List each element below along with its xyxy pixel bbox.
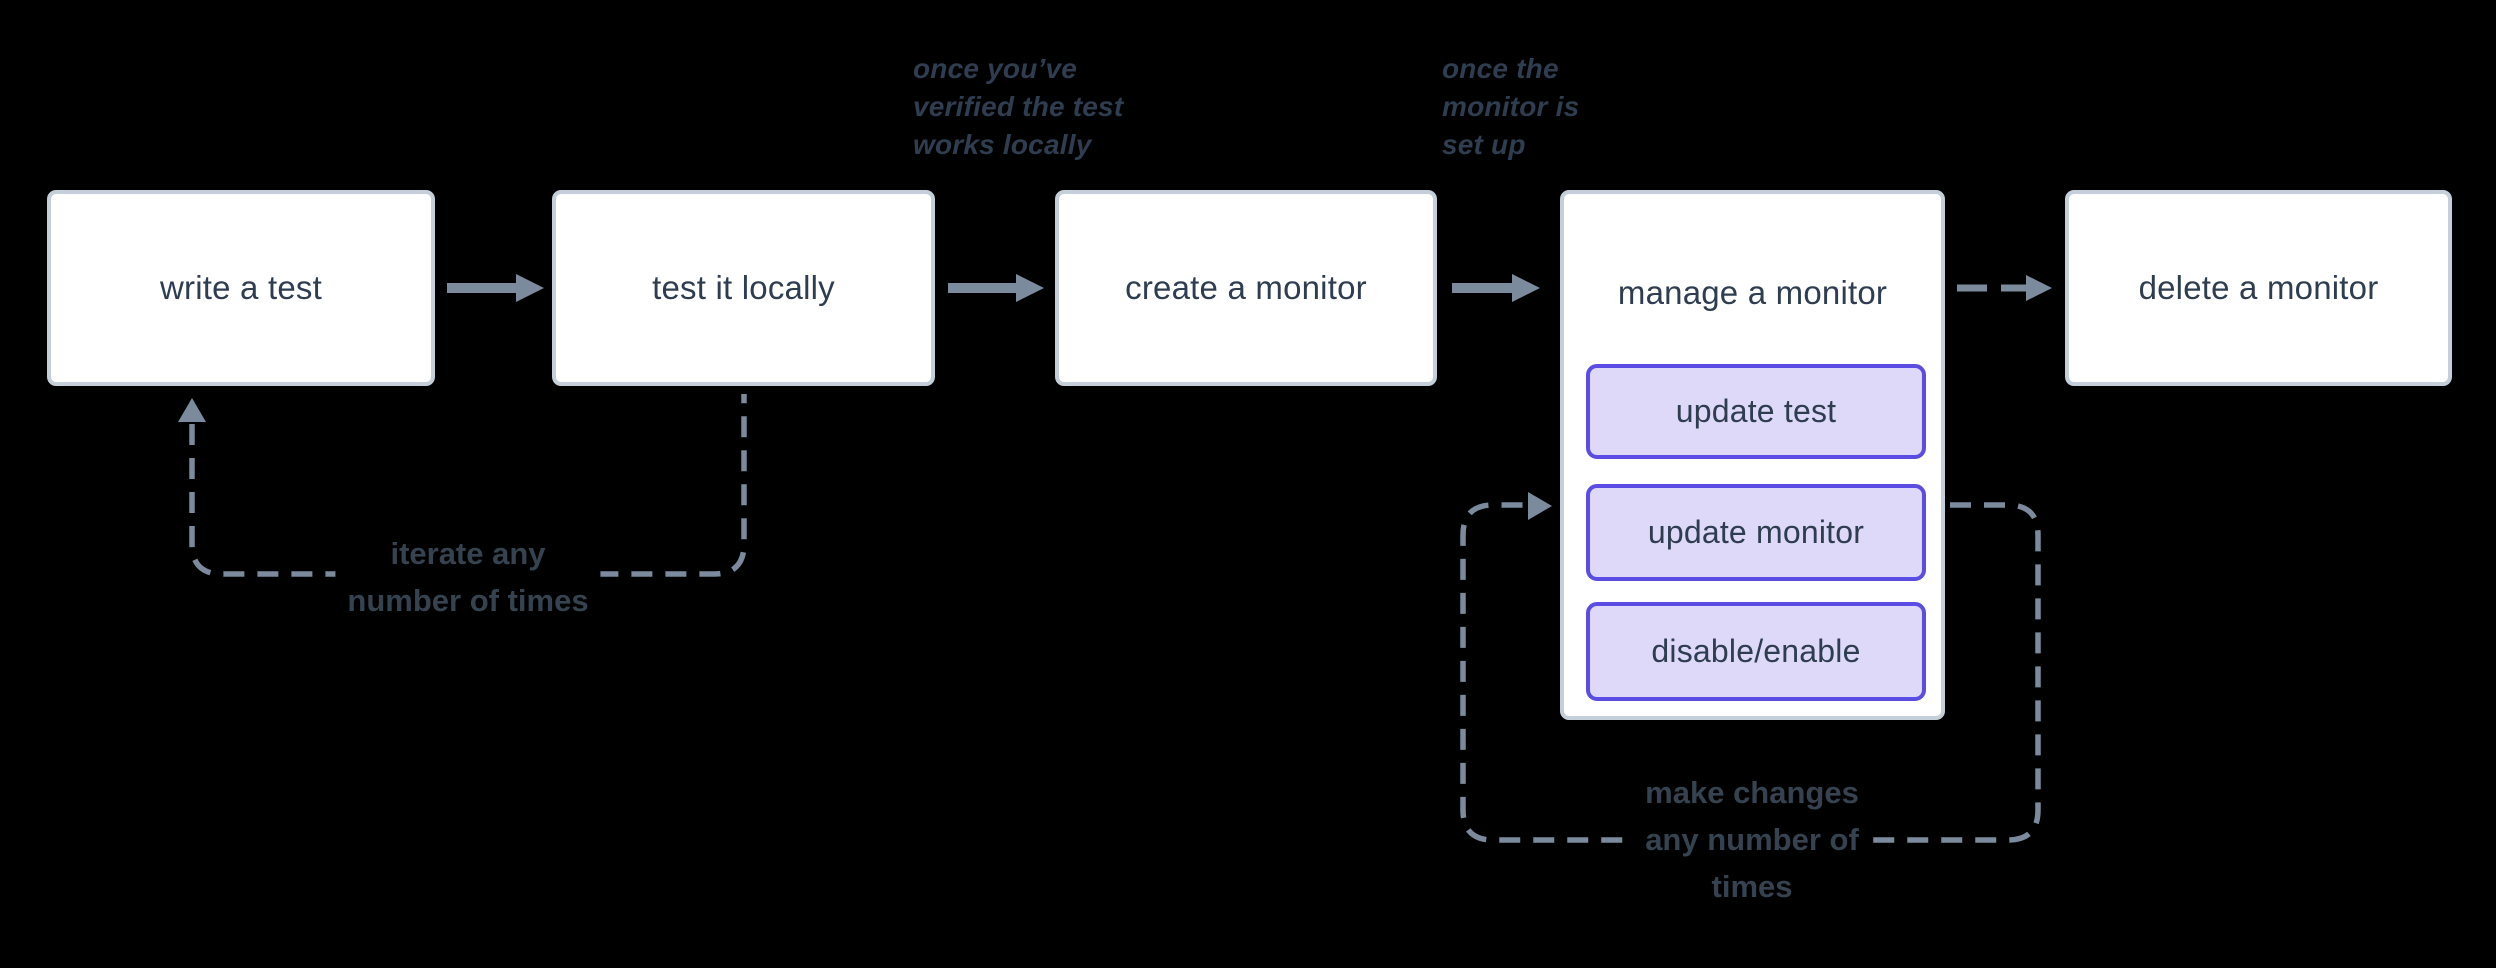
subnode-update-monitor: update monitor xyxy=(1586,484,1926,581)
arrowhead-right-icon xyxy=(1528,492,1552,520)
dashed-arrow-manage-to-delete xyxy=(1957,275,2052,301)
flow-node-write-test: write a test xyxy=(47,190,435,386)
arrow-write-to-test xyxy=(447,274,544,302)
subnode-disable-enable: disable/enable xyxy=(1586,602,1926,701)
make-changes-loop-label: make changes any number of times xyxy=(1633,769,1871,910)
arrowhead-right-icon xyxy=(1016,274,1044,302)
annotation-once-verified: once you’ve verified the test works loca… xyxy=(913,53,1124,160)
arrowhead-up-icon xyxy=(178,398,206,422)
flow-node-test-locally: test it locally xyxy=(552,190,935,386)
flow-node-manage-monitor: manage a monitor update test update moni… xyxy=(1560,190,1945,720)
manage-monitor-title: manage a monitor xyxy=(1617,274,1888,311)
arrowhead-right-icon xyxy=(1512,274,1540,302)
flow-node-create-monitor: create a monitor xyxy=(1055,190,1437,386)
annotation-once-set-up: once the monitor is set up xyxy=(1442,53,1580,160)
arrow-test-to-create xyxy=(948,274,1044,302)
arrowhead-right-icon xyxy=(516,274,544,302)
arrowhead-right-icon xyxy=(2026,275,2052,301)
arrow-create-to-manage xyxy=(1452,274,1540,302)
iterate-loop-label: iterate any number of times xyxy=(335,530,601,624)
flow-node-delete-monitor: delete a monitor xyxy=(2065,190,2452,386)
subnode-update-test: update test xyxy=(1586,364,1926,459)
